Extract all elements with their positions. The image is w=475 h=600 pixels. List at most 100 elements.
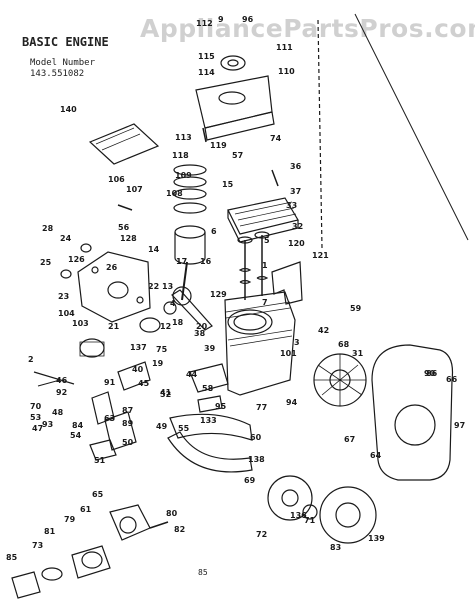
part-callout-58: 58 — [202, 384, 214, 393]
muffler-part — [189, 363, 229, 393]
part-callout-71: 71 — [304, 516, 316, 525]
filter-pleat — [95, 127, 135, 145]
part-callout-19: 19 — [152, 359, 164, 368]
part-callout-136: 136 — [290, 511, 307, 520]
part-callout-54: 54 — [70, 431, 82, 440]
part-callout-68: 68 — [338, 340, 350, 349]
part-callout-63: 63 — [104, 414, 115, 423]
air-cleaner-cover-part — [220, 55, 246, 71]
pin-part — [149, 521, 169, 529]
part-callout-70: 70 — [30, 402, 42, 411]
part-callout-51: 51 — [94, 456, 106, 465]
crank-journal-part — [163, 301, 177, 315]
spacer-part — [11, 571, 41, 599]
valve-spring-part — [239, 279, 252, 285]
part-callout-140: 140 — [60, 105, 77, 114]
part-callout-75: 75 — [156, 345, 168, 354]
part-callout-94: 94 — [286, 398, 298, 407]
part-callout-96: 96 — [242, 15, 254, 24]
part-callout-28: 28 — [42, 224, 54, 233]
blower-housing-opening-part — [394, 404, 436, 446]
coupler-hub-part — [119, 516, 137, 534]
seal-part — [80, 243, 92, 253]
part-callout-107: 107 — [126, 185, 143, 194]
part-callout-91: 91 — [104, 378, 116, 387]
watermark: AppliancePartsPros.com — [140, 14, 475, 43]
part-callout-3: 3 — [294, 338, 300, 347]
part-callout-25: 25 — [40, 258, 52, 267]
part-callout-85: 85 — [6, 553, 18, 562]
part-callout-57: 57 — [232, 151, 243, 160]
part-callout-112: 112 — [196, 19, 213, 28]
part-callout-49: 49 — [156, 422, 168, 431]
linkage-plate-part — [91, 391, 115, 425]
part-callout-84: 84 — [72, 421, 84, 430]
part-callout-129: 129 — [210, 290, 227, 299]
part-callout-90: 90 — [424, 369, 436, 378]
part-callout-101: 101 — [280, 349, 297, 358]
part-callout-31: 31 — [352, 349, 364, 358]
cylinder-bore-inner-part — [233, 313, 267, 331]
part-callout-74: 74 — [270, 134, 282, 143]
part-callout-93: 93 — [42, 420, 53, 429]
part-callout-106: 106 — [108, 175, 125, 184]
bracket-part — [197, 395, 223, 413]
filter-element-part — [88, 123, 160, 165]
part-callout-18: 18 — [172, 318, 184, 327]
part-callout-120: 120 — [288, 239, 305, 248]
flange-part — [71, 545, 111, 579]
guide-line — [317, 19, 323, 249]
part-callout-42: 42 — [318, 326, 329, 335]
part-callout-39: 39 — [204, 344, 216, 353]
part-callout-53: 53 — [30, 413, 41, 422]
part-callout-138: 138 — [248, 455, 265, 464]
screw-part — [117, 204, 133, 211]
part-callout-41: 41 — [160, 388, 172, 397]
part-callout-32: 32 — [292, 222, 303, 231]
part-callout-69: 69 — [244, 476, 256, 485]
part-callout-56: 56 — [118, 223, 130, 232]
model-number: 143.551082 — [30, 69, 85, 79]
part-callout-104: 104 — [58, 309, 75, 318]
base-plate-part — [169, 413, 253, 441]
cylinder-block-part — [224, 291, 296, 396]
recoil-starter-cup-part — [335, 502, 361, 528]
valve-spring-part — [238, 267, 252, 273]
part-callout-139: 139 — [368, 534, 385, 543]
valve-head-part — [254, 231, 270, 239]
part-callout-87: 87 — [122, 406, 133, 415]
part-callout-126: 126 — [68, 255, 85, 264]
part-callout-37: 37 — [290, 187, 301, 196]
part-callout-66: 66 — [446, 375, 458, 384]
part-callout-15: 15 — [222, 180, 234, 189]
part-callout-60: 60 — [250, 433, 262, 442]
part-callout-128: 128 — [120, 234, 137, 243]
dipstick-part — [33, 371, 75, 385]
part-callout-7: 7 — [262, 298, 268, 307]
part-callout-108: 108 — [166, 189, 183, 198]
part-callout-13: 13 — [162, 282, 173, 291]
crankcase-cover-part — [77, 251, 151, 323]
bearing-part — [41, 567, 63, 581]
part-callout-80: 80 — [166, 509, 178, 518]
shaft-coupler-part — [109, 504, 151, 541]
cylinder-bore-part — [227, 309, 273, 335]
crank-counterweight-part — [172, 286, 192, 306]
footer-code: 85 — [198, 568, 208, 577]
part-callout-44: 44 — [186, 370, 198, 379]
part-callout-20: 20 — [196, 322, 208, 331]
part-callout-73: 73 — [32, 541, 43, 550]
part-callout-2: 2 — [28, 355, 34, 364]
piston-ring-part — [173, 164, 207, 176]
wing-nut-part — [227, 59, 239, 67]
piston-ring-part — [173, 202, 207, 214]
bearing-seat-part — [107, 281, 129, 299]
part-callout-65: 65 — [92, 490, 104, 499]
part-callout-12: 12 — [160, 322, 171, 331]
part-callout-67: 67 — [344, 435, 355, 444]
starter-pulley-hub-part — [281, 489, 299, 507]
part-callout-61: 61 — [80, 505, 92, 514]
